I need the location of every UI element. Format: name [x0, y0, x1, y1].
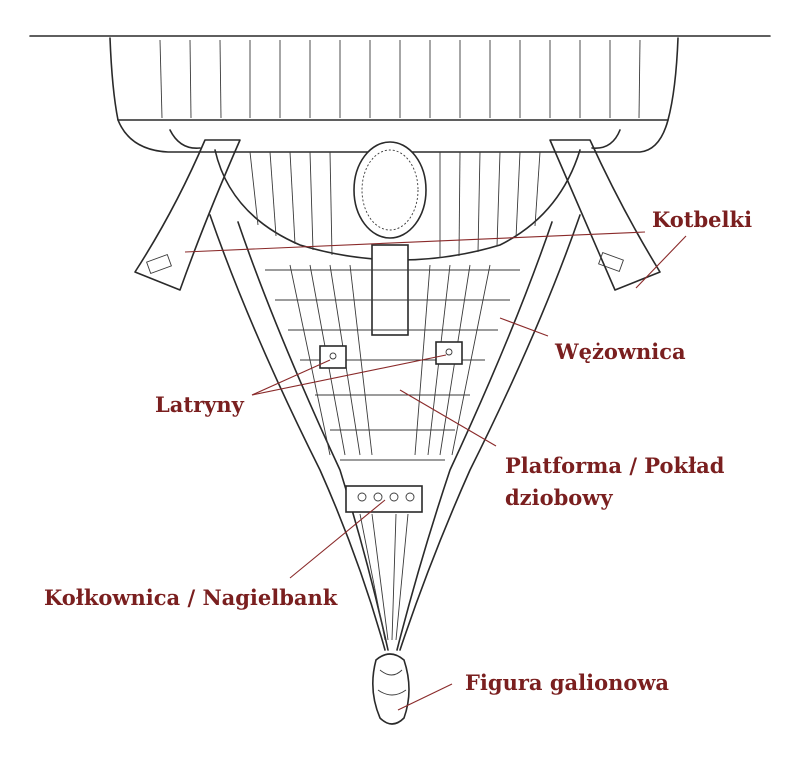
label-platforma-line1: Platforma / Pokład — [505, 453, 725, 478]
latrine-left — [319, 345, 347, 369]
label-kolkownica: Kołkownica / Nagielbank — [44, 585, 338, 610]
hull-lower — [214, 141, 581, 336]
pinrail — [345, 485, 423, 641]
label-figura: Figura galionowa — [465, 670, 670, 695]
figurehead — [372, 653, 410, 725]
hull-upper — [109, 37, 679, 153]
label-platforma-line2: dziobowy — [505, 485, 613, 510]
head-rails — [209, 214, 581, 651]
label-latryny: Latryny — [155, 392, 244, 417]
cathead-right — [549, 129, 661, 291]
cathead-left — [134, 129, 241, 291]
leader-lines — [184, 231, 687, 711]
label-wezownica: Wężownica — [555, 339, 686, 364]
latrine-right — [435, 341, 463, 365]
label-kotbelki: Kotbelki — [652, 207, 753, 232]
